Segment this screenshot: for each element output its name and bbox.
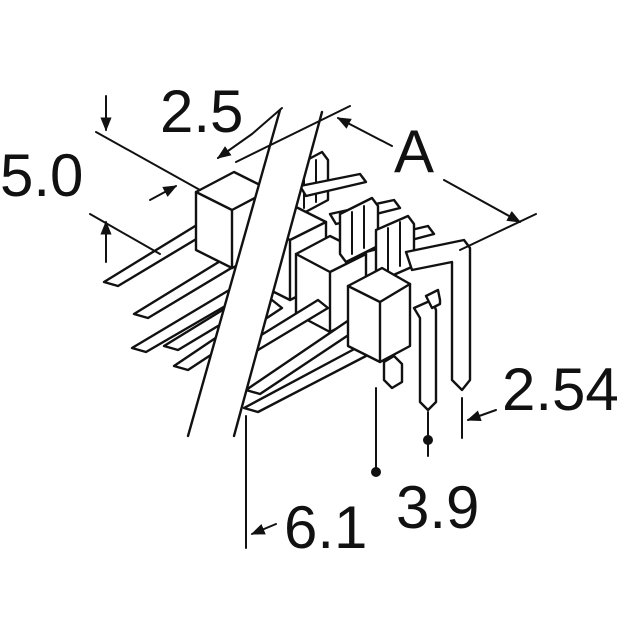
dim-label-2-54: 2.54 [502,356,619,423]
dimension-lines [89,95,537,549]
dim-label-5-0: 5.0 [0,142,83,209]
housing-front [346,266,412,390]
vertical-tails [404,238,472,412]
dim-label-2-5: 2.5 [160,78,243,145]
dim-label-a: A [394,118,434,185]
break-band [186,108,324,438]
dim-label-6-1: 6.1 [284,494,367,561]
dim-label-3-9: 3.9 [396,474,479,541]
